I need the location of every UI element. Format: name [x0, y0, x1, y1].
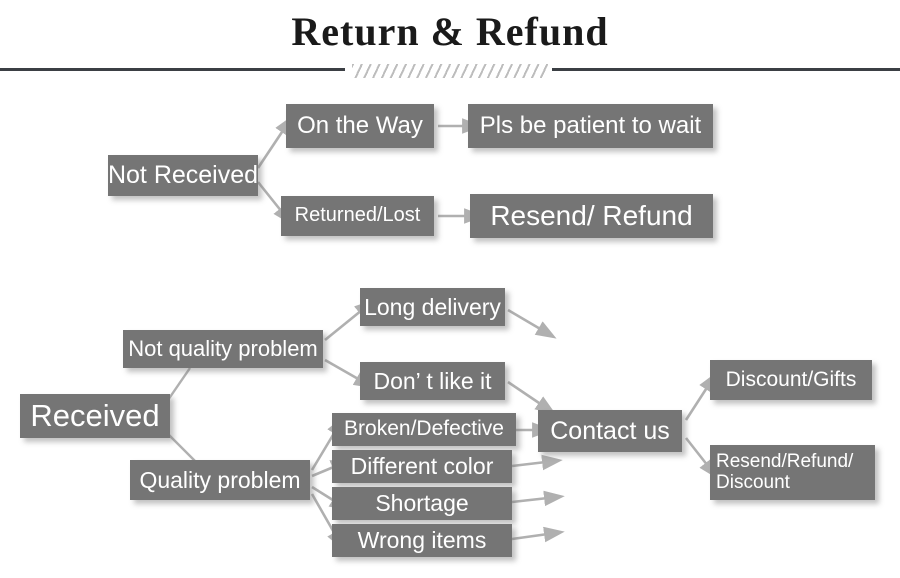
line-received-to-quality-problem: [167, 433, 197, 463]
divider-line-right: [552, 68, 900, 71]
node-shortage[interactable]: Shortage: [332, 487, 512, 520]
node-returned-lost[interactable]: Returned/Lost: [281, 196, 434, 236]
diagonal-hatch-icon: [352, 64, 548, 78]
node-received[interactable]: Received: [20, 394, 170, 438]
node-pls-be-patient-to-wait[interactable]: Pls be patient to wait: [468, 104, 713, 148]
arrow-contact-us-to-resend-refund-discount: [684, 437, 719, 480]
divider-line-left: [0, 68, 345, 71]
arrow-not-quality-to-dont-like-it: [324, 358, 375, 389]
arrow-long-delivery-to-contact-us: [507, 308, 557, 339]
arrow-not-received-to-returned-lost: [256, 181, 293, 226]
node-dont-like-it[interactable]: Don’ t like it: [360, 362, 505, 400]
node-different-color[interactable]: Different color: [332, 450, 512, 483]
node-resend-refund-discount[interactable]: Resend/Refund/ Discount: [710, 445, 875, 500]
arrow-not-received-to-on-the-way: [256, 114, 294, 169]
node-discount-gifts[interactable]: Discount/Gifts: [710, 360, 872, 400]
node-on-the-way[interactable]: On the Way: [286, 104, 434, 148]
arrow-shortage-to-contact-us: [511, 490, 565, 507]
node-not-quality-problem[interactable]: Not quality problem: [123, 330, 323, 368]
arrow-not-quality-to-long-delivery: [324, 299, 376, 342]
node-contact-us[interactable]: Contact us: [538, 410, 682, 452]
node-not-received[interactable]: Not Received: [108, 155, 258, 196]
line-received-to-not-quality-problem: [167, 367, 191, 401]
node-quality-problem[interactable]: Quality problem: [130, 460, 310, 500]
page-title: Return & Refund: [291, 9, 609, 54]
arrow-contact-us-to-discount-gifts: [684, 371, 718, 421]
node-resend-refund[interactable]: Resend/ Refund: [470, 194, 713, 238]
arrow-wrong-items-to-contact-us: [511, 526, 565, 543]
arrow-dont-like-it-to-contact-us: [507, 380, 556, 415]
arrow-different-color-to-contact-us: [511, 454, 563, 471]
title-divider: [0, 64, 900, 78]
node-long-delivery[interactable]: Long delivery: [360, 288, 505, 326]
node-wrong-items[interactable]: Wrong items: [332, 524, 512, 557]
node-broken-defective[interactable]: Broken/Defective: [332, 413, 516, 446]
